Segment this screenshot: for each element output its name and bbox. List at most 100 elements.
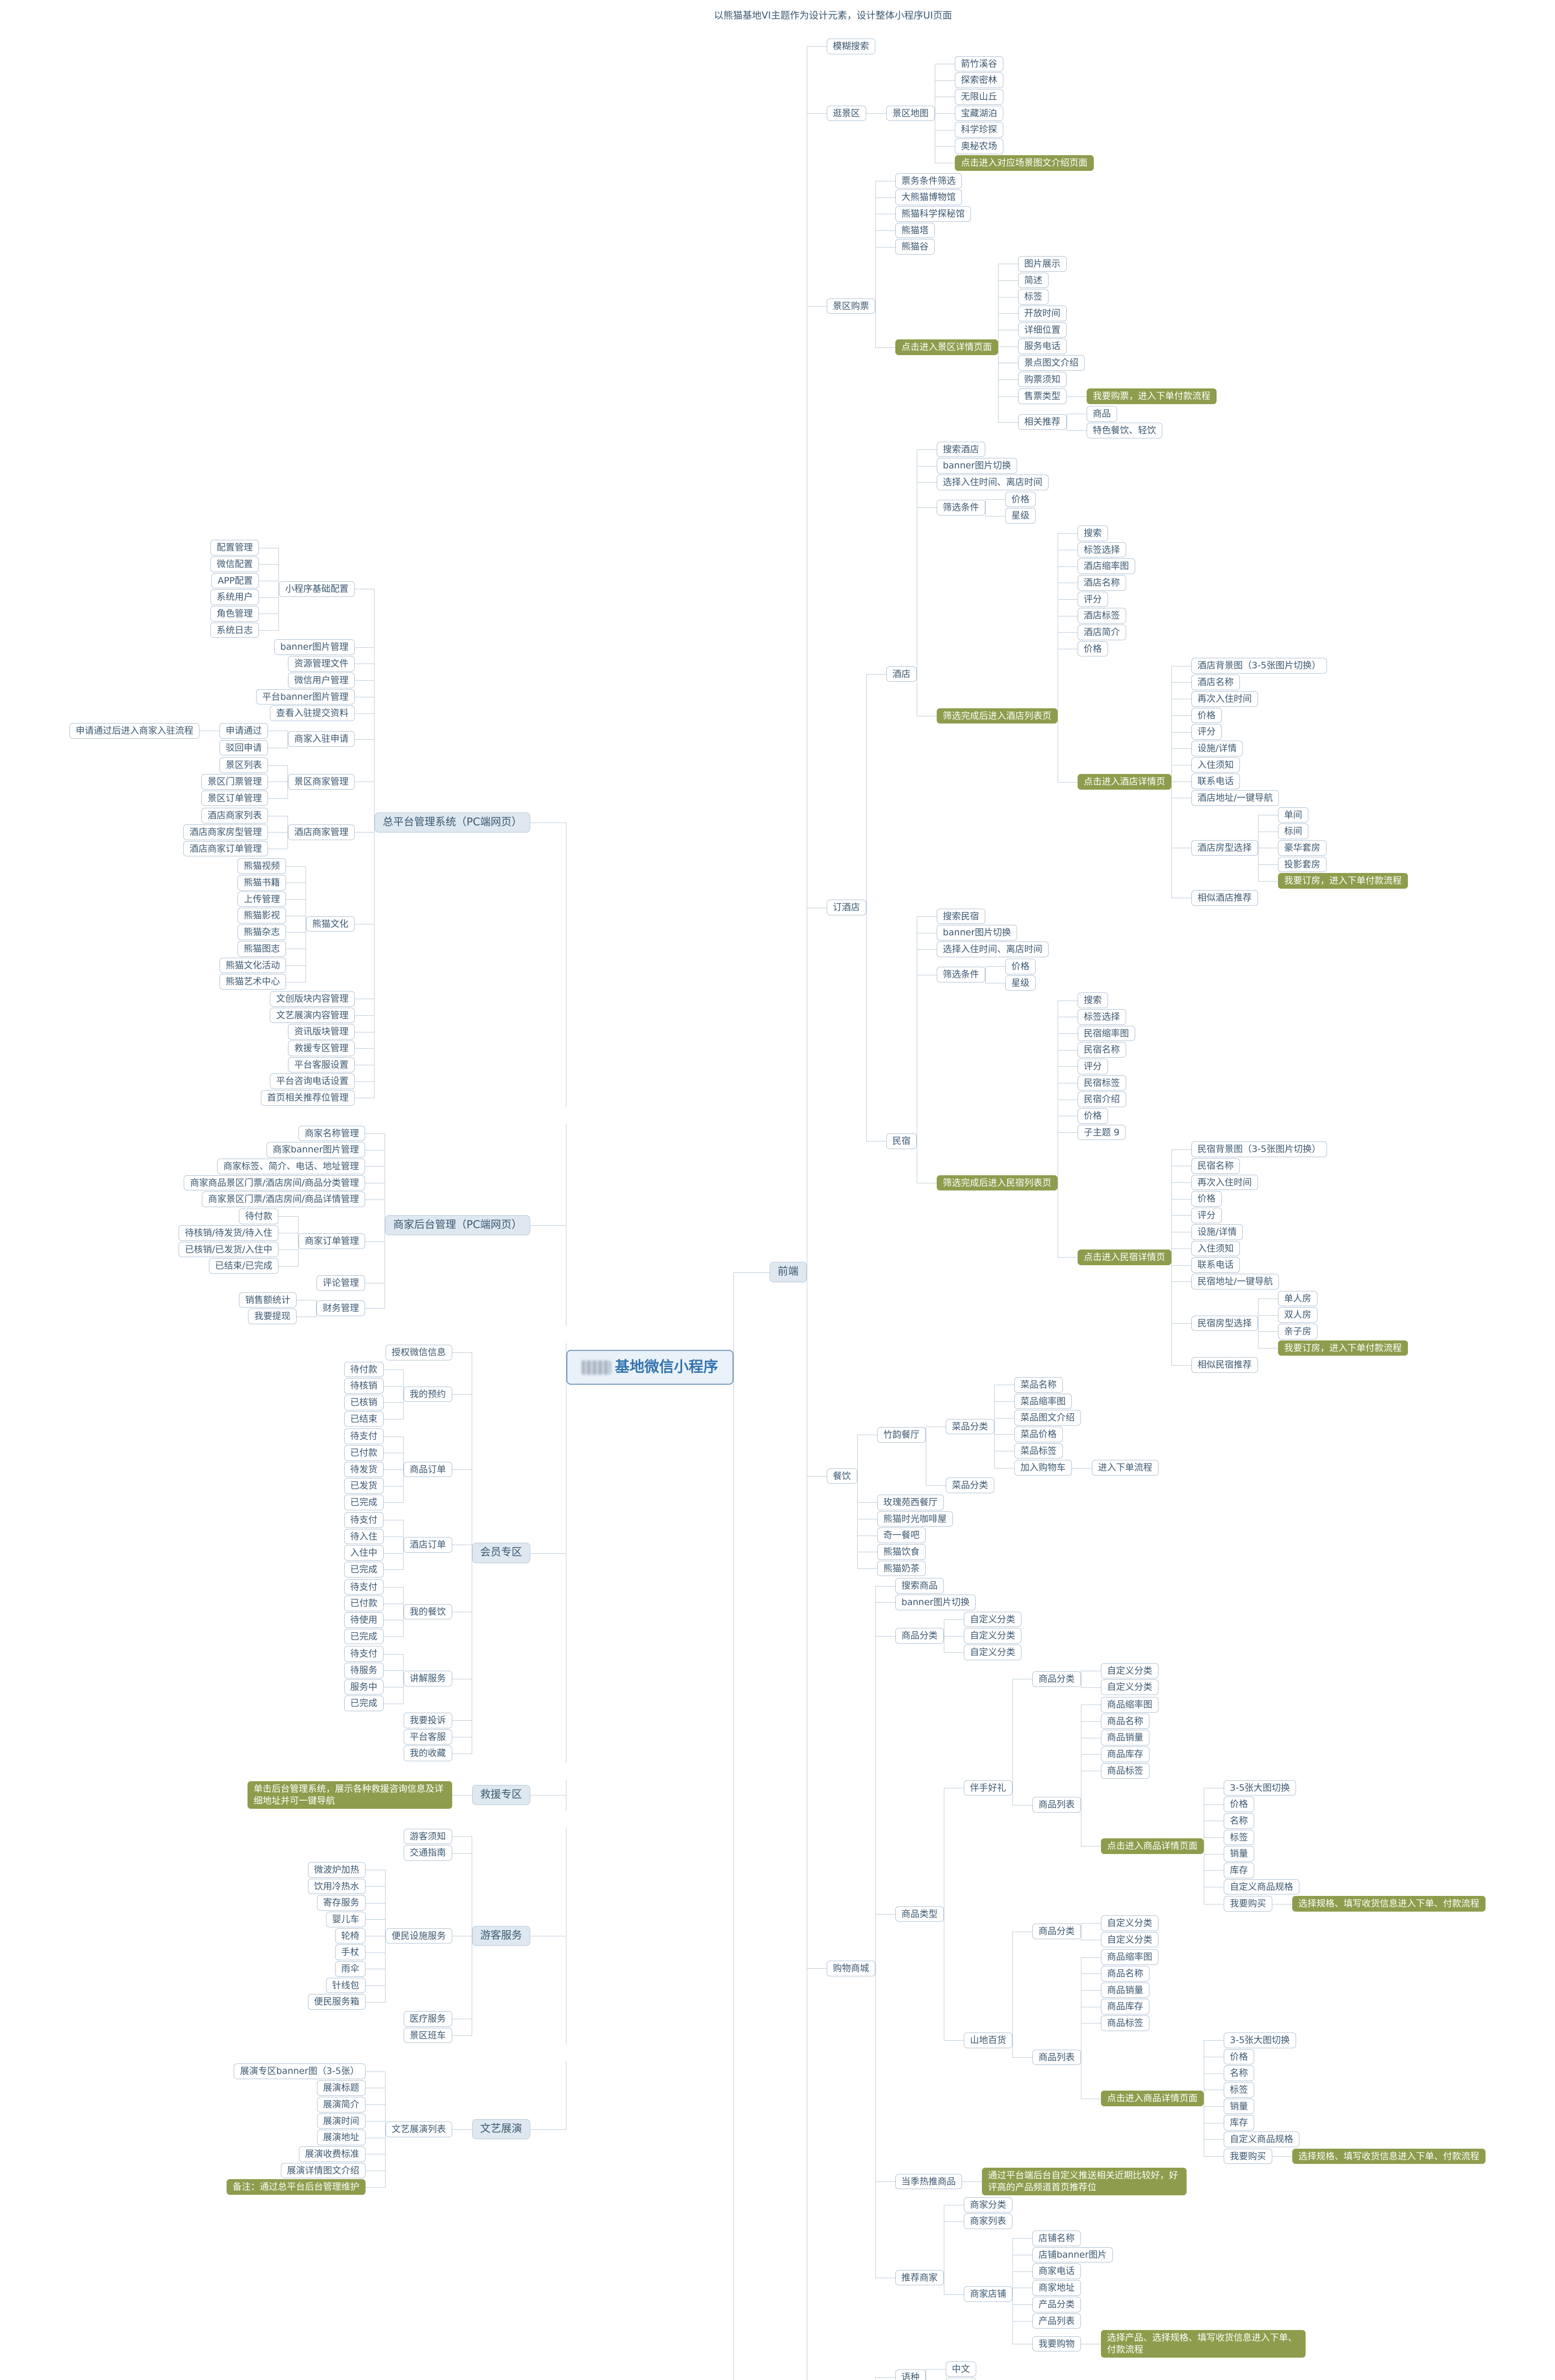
mindmap-node[interactable]: 商家列表 [963, 2213, 1012, 2230]
mindmap-node[interactable]: 商品分类 [1032, 1924, 1081, 1940]
mindmap-node[interactable]: 资源管理文件 [288, 656, 355, 672]
mindmap-node[interactable]: 搜索 [1077, 525, 1108, 541]
mindmap-node[interactable]: 商品库存 [1100, 1746, 1149, 1762]
mindmap-node[interactable]: 商品销量 [1100, 1982, 1149, 1998]
note-node[interactable]: 通过平台端后台自定义推送相关近期比较好，好评高的产品频道首页推荐位 [981, 2168, 1187, 2195]
mindmap-node[interactable]: 联系电话 [1191, 774, 1240, 789]
mindmap-node[interactable]: 评分 [1077, 1058, 1108, 1074]
branch-visitor-services[interactable]: 游客服务 [472, 1925, 530, 1946]
mindmap-node[interactable]: 进入下单流程 [1091, 1460, 1159, 1476]
mindmap-node[interactable]: 待入住 [344, 1528, 384, 1545]
mindmap-node[interactable]: 民宿背景图（3-5张图片切换） [1191, 1141, 1327, 1158]
mindmap-node[interactable]: banner图片切换 [936, 458, 1018, 474]
mindmap-node[interactable]: APP配置 [211, 573, 259, 589]
note-node[interactable]: 我要订房，进入下单付款流程 [1278, 1340, 1408, 1356]
mindmap-node[interactable]: 商品分类 [895, 1628, 944, 1644]
mindmap-node[interactable]: 平台客服 [403, 1729, 452, 1745]
mindmap-node[interactable]: 酒店地址/一键导航 [1191, 790, 1279, 806]
mindmap-node[interactable]: 售票类型 [1018, 388, 1067, 405]
mindmap-node[interactable]: 再次入住时间 [1191, 1174, 1258, 1190]
branch-merchant-admin[interactable]: 商家后台管理（PC端网页） [385, 1215, 530, 1236]
mindmap-node[interactable]: 我要提现 [248, 1309, 297, 1324]
mindmap-node[interactable]: 已结束 [344, 1411, 384, 1427]
mindmap-node[interactable]: 标签 [1223, 1829, 1254, 1845]
note-node[interactable]: 筛选完成后进入民宿列表页 [936, 1175, 1058, 1191]
mindmap-node[interactable]: 景区班车 [403, 2027, 452, 2043]
mindmap-node[interactable]: 选择入住时间、离店时间 [936, 942, 1049, 957]
mindmap-node[interactable]: 山地百货 [963, 2032, 1012, 2048]
mindmap-node[interactable]: 饮用冷热水 [307, 1878, 366, 1894]
mindmap-node[interactable]: 已付款 [344, 1445, 384, 1461]
mindmap-node[interactable]: 角色管理 [210, 606, 259, 622]
mindmap-node[interactable]: 熊猫饮食 [877, 1544, 926, 1560]
mindmap-node[interactable]: 待服务 [344, 1663, 384, 1678]
mindmap-node[interactable]: 自定义分类 [963, 1645, 1021, 1660]
mindmap-node[interactable]: 菜品缩率图 [1014, 1393, 1072, 1409]
mindmap-node[interactable]: 订酒店 [826, 900, 866, 916]
mindmap-node[interactable]: 星级 [1005, 508, 1036, 524]
note-node[interactable]: 我要订房，进入下单付款流程 [1278, 873, 1408, 889]
mindmap-node[interactable]: 已核销/已发货/入住中 [178, 1241, 279, 1258]
mindmap-node[interactable]: 展演地址 [317, 2130, 366, 2145]
mindmap-node[interactable]: 价格 [1077, 1108, 1108, 1124]
note-node[interactable]: 点击进入酒店详情页 [1077, 774, 1171, 790]
mindmap-node[interactable]: 无限山丘 [954, 89, 1003, 105]
mindmap-node[interactable]: 平台咨询电话设置 [270, 1073, 355, 1089]
mindmap-node[interactable]: 搜索商品 [895, 1578, 944, 1594]
mindmap-node[interactable]: 酒店商家房型管理 [183, 824, 268, 840]
mindmap-node[interactable]: 入住中 [344, 1545, 384, 1561]
mindmap-node[interactable]: 驳回申请 [219, 740, 268, 756]
mindmap-node[interactable]: 标签选择 [1077, 542, 1126, 558]
mindmap-node[interactable]: 搜索 [1077, 992, 1108, 1008]
mindmap-node[interactable]: 财务管理 [317, 1300, 366, 1316]
mindmap-node[interactable]: 配置管理 [210, 540, 259, 555]
mindmap-node[interactable]: 子主题 9 [1077, 1124, 1126, 1140]
mindmap-node[interactable]: 民宿名称 [1077, 1042, 1126, 1058]
mindmap-node[interactable]: 商家商品景区门票/酒店房间/商品分类管理 [184, 1175, 366, 1191]
mindmap-node[interactable]: 便民设施服务 [385, 1928, 452, 1944]
mindmap-node[interactable]: 双人房 [1278, 1307, 1317, 1323]
note-node[interactable]: 点击进入景区详情页面 [895, 339, 998, 356]
mindmap-node[interactable]: 平台客服设置 [288, 1057, 355, 1073]
mindmap-node[interactable]: 菜品标签 [1014, 1443, 1063, 1459]
mindmap-node[interactable]: 轮椅 [335, 1928, 366, 1944]
mindmap-node[interactable]: 商家分类 [963, 2197, 1012, 2213]
mindmap-node[interactable]: 商品名称 [1100, 1713, 1149, 1729]
mindmap-node[interactable]: 文艺展演内容管理 [270, 1007, 355, 1023]
mindmap-node[interactable]: 标签 [1223, 2082, 1254, 2098]
mindmap-node[interactable]: 申请通过后进入商家入驻流程 [69, 723, 200, 739]
mindmap-node[interactable]: 豪华套房 [1278, 840, 1327, 856]
mindmap-node[interactable]: 商品缩率图 [1100, 1949, 1159, 1965]
mindmap-node[interactable]: 标签选择 [1077, 1009, 1126, 1025]
note-node[interactable]: 备注：通过总平台后台管理维护 [226, 2179, 366, 2195]
branch-frontend[interactable]: 前端 [769, 1262, 807, 1282]
mindmap-node[interactable]: 待核销/待发货/待入住 [178, 1225, 279, 1241]
mindmap-node[interactable]: 讲解服务 [403, 1671, 452, 1687]
mindmap-node[interactable]: 已完成 [344, 1561, 384, 1577]
mindmap-node[interactable]: 自定义分类 [1100, 1915, 1159, 1931]
mindmap-node[interactable]: 商家景区门票/酒店房间/商品详情管理 [202, 1191, 366, 1208]
mindmap-node[interactable]: 设施/详情 [1191, 740, 1243, 756]
mindmap-node[interactable]: 销售额统计 [239, 1292, 297, 1308]
mindmap-node[interactable]: 寄存服务 [317, 1895, 366, 1911]
mindmap-node[interactable]: 玫瑰苑西餐厅 [877, 1494, 944, 1510]
note-node[interactable]: 选择产品、选择规格、填写收货信息进入下单、付款流程 [1100, 2330, 1306, 2358]
mindmap-node[interactable]: 标间 [1278, 823, 1308, 839]
mindmap-node[interactable]: 价格 [1223, 1796, 1254, 1812]
mindmap-node[interactable]: 价格 [1005, 491, 1036, 507]
note-node[interactable]: 选择规格、填写收货信息进入下单、付款流程 [1292, 2148, 1486, 2164]
mindmap-node[interactable]: 自定义分类 [963, 1628, 1021, 1644]
mindmap-node[interactable]: 已完成 [344, 1628, 384, 1645]
mindmap-node[interactable]: 科学珍探 [954, 122, 1003, 138]
mindmap-node[interactable]: 加入购物车 [1014, 1460, 1072, 1476]
mindmap-node[interactable]: 宝藏湖泊 [954, 105, 1003, 121]
mindmap-node[interactable]: 民宿介绍 [1077, 1091, 1126, 1107]
mindmap-node[interactable]: 待支付 [344, 1428, 384, 1445]
mindmap-node[interactable]: 待付款 [344, 1361, 384, 1378]
mindmap-node[interactable]: 熊猫塔 [895, 222, 935, 238]
center-topic[interactable]: 基地微信小程序 [566, 1350, 733, 1385]
note-node[interactable]: 点击进入商品详情页面 [1100, 2091, 1204, 2106]
mindmap-node[interactable]: 3-5张大图切换 [1223, 2032, 1296, 2048]
mindmap-node[interactable]: banner图片切换 [895, 1594, 976, 1610]
note-node[interactable]: 选择规格、填写收货信息进入下单、付款流程 [1292, 1896, 1486, 1912]
